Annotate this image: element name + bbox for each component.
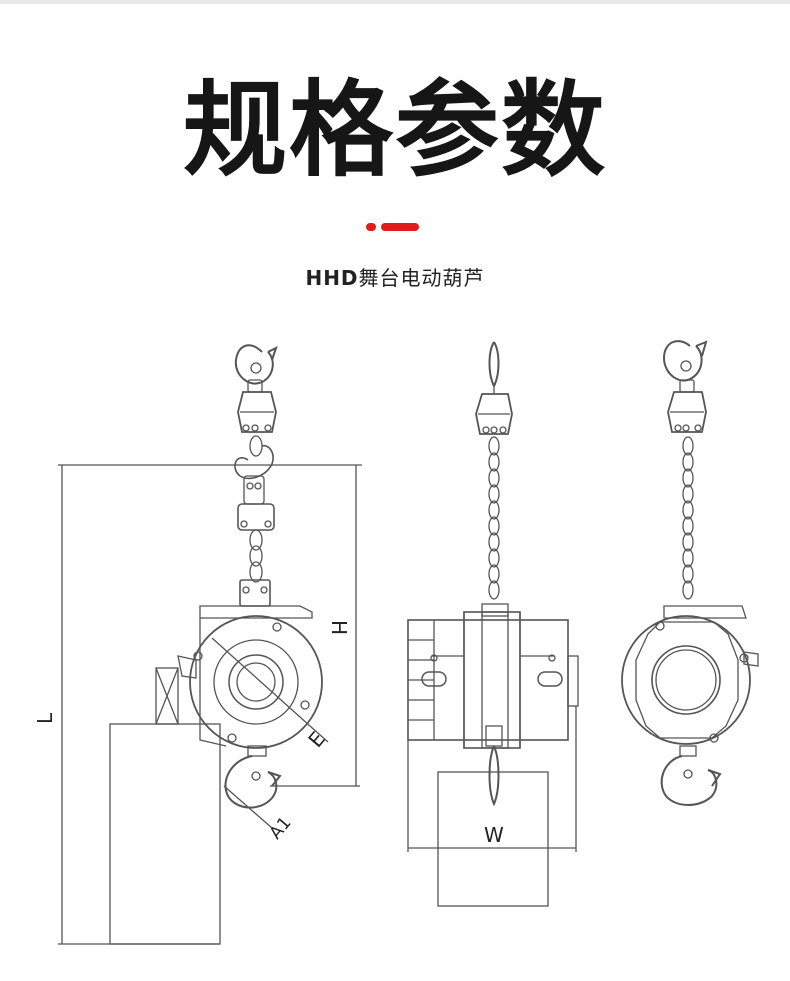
front-view — [407, 341, 579, 907]
back-chain — [682, 436, 694, 600]
bottom-hook-icon — [224, 745, 282, 809]
dim-label-L: L — [33, 712, 57, 724]
subtitle-name: 舞台电动葫芦 — [358, 266, 485, 290]
top-divider — [0, 0, 790, 4]
page-subtitle: HHD舞台电动葫芦 — [0, 262, 790, 291]
front-chain — [488, 436, 500, 600]
back-view — [621, 340, 759, 806]
accent-dot — [366, 223, 376, 231]
side-view — [58, 344, 362, 945]
dim-label-H: H — [327, 620, 351, 635]
dim-label-E: E — [303, 727, 330, 752]
side-chain — [234, 435, 275, 607]
subtitle-model: HHD — [305, 266, 359, 290]
top-hook-icon — [234, 344, 278, 393]
page-title: 规格参数 — [182, 69, 607, 191]
dim-label-A1: A1 — [266, 813, 296, 843]
accent-bar — [381, 223, 419, 231]
dim-label-W: W — [484, 823, 504, 847]
